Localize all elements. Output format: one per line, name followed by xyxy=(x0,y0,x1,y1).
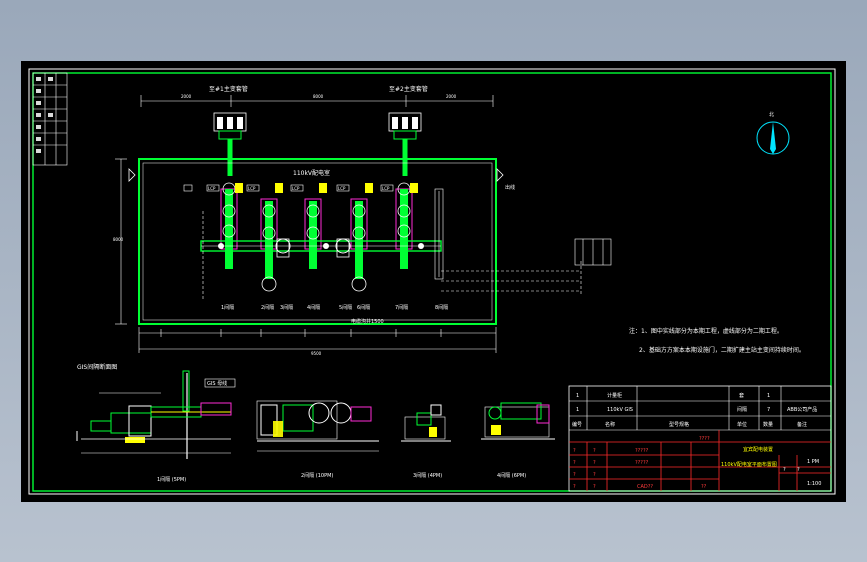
bushing-right xyxy=(388,112,422,176)
tb-scale: 1:100 xyxy=(807,481,821,487)
bushing-left xyxy=(213,112,247,176)
table-r2-remark: ABB公司产品 xyxy=(787,406,817,413)
tb-r1-a: ? xyxy=(573,448,576,454)
cad-drawing: 2000 8000 2000 至#1主变套管 至#2主变套管 110kV配电室 … xyxy=(28,68,836,495)
bay-label-4: 4间隔 xyxy=(307,304,320,311)
lcp-tag-5: LCP xyxy=(382,186,390,191)
tb-r1-b: ? xyxy=(593,448,596,454)
table-r2-no: 1 xyxy=(576,407,579,413)
table-r2-qty: 7 xyxy=(767,407,770,413)
north-label: 北 xyxy=(769,111,774,118)
table-h-remark: 备注 xyxy=(797,421,807,428)
bay-label-6: 6间隔 xyxy=(357,304,370,311)
svg-text:2000: 2000 xyxy=(181,94,192,99)
svg-text:9500: 9500 xyxy=(311,351,322,356)
drawing-area[interactable]: 2000 8000 2000 至#1主变套管 至#2主变套管 110kV配电室 … xyxy=(21,61,846,502)
room-title: 110kV配电室 xyxy=(293,169,330,177)
tb-r2-b: ? xyxy=(593,460,596,466)
bay-label-8: 8间隔 xyxy=(435,304,448,311)
note-line-1: 注：1、图中实线部分为本期工程，虚线部分为二期工程。 xyxy=(629,327,783,335)
outgoing-terminal xyxy=(574,238,612,266)
section-caption-3: 3间隔 (4PM) xyxy=(413,472,442,479)
section-view-3 xyxy=(401,404,451,442)
table-r1-qty: 1 xyxy=(767,393,770,399)
table-h-unit: 单位 xyxy=(737,421,747,428)
label-to-main-transformer-2: 至#2主变套管 xyxy=(389,85,428,93)
tb-r1-c: ????? xyxy=(635,448,649,454)
tb-r3-b: ? xyxy=(593,472,596,478)
tb-sheet: 1 PM xyxy=(807,459,819,465)
table-h-name: 名称 xyxy=(605,421,615,428)
tb-r3-e: ? xyxy=(797,467,800,473)
table-h-qty: 数量 xyxy=(763,421,773,428)
tb-r2-c: ????? xyxy=(635,460,649,466)
cable-trench-note: 电缆沟井1500 xyxy=(351,318,384,325)
outgoing-label: 出线 xyxy=(505,184,515,191)
gis-busbar-label: GIS 母线 xyxy=(207,380,227,387)
section-view-1 xyxy=(76,370,236,459)
table-r1-name: 计量柜 xyxy=(607,392,622,399)
bay-label-5: 5间隔 xyxy=(339,304,352,311)
tb-r2-a: ? xyxy=(573,460,576,466)
tb-r3-a: ? xyxy=(573,472,576,478)
title-block xyxy=(568,385,832,492)
tb-q1: ???? xyxy=(699,436,710,442)
section-caption-1: 1间隔 (5PM) xyxy=(157,476,186,483)
tb-r3-d: ? xyxy=(783,467,786,473)
lcp-tag-1: LCP xyxy=(208,186,216,191)
revision-strip xyxy=(32,72,68,166)
bay-label-2: 2间隔 xyxy=(261,304,274,311)
note-line-2: 2、基础方方案本本期设施门，二期扩建主站主变间持续时间。 xyxy=(639,346,805,354)
tb-project-name: 宜宾配电装置 xyxy=(743,446,773,453)
tb-r4-b: ? xyxy=(593,484,596,490)
top-dimension xyxy=(140,95,494,107)
label-to-main-transformer-1: 至#1主变套管 xyxy=(209,85,248,93)
lcp-tag-4: LCP xyxy=(338,186,346,191)
north-arrow xyxy=(756,121,790,155)
outer-border xyxy=(28,68,836,495)
table-h-no: 编号 xyxy=(572,421,582,428)
table-r1-unit: 套 xyxy=(739,392,744,399)
bay-label-3: 3间隔 xyxy=(280,304,293,311)
section-title: GIS间隔断面图 xyxy=(77,363,117,371)
table-r2-unit: 间隔 xyxy=(737,406,747,413)
lcp-tag-3: LCP xyxy=(292,186,300,191)
section-view-2 xyxy=(256,400,379,452)
lcp-tag-2: LCP xyxy=(248,186,256,191)
svg-text:2000: 2000 xyxy=(446,94,457,99)
tb-r4-cad: CAD?? xyxy=(637,484,653,490)
switchgear-room xyxy=(138,158,497,325)
gis-bays: LCP LCP LCP LCP LCP xyxy=(183,182,582,301)
bay-label-1: 1间隔 xyxy=(221,304,234,311)
svg-text:8000: 8000 xyxy=(113,237,124,242)
bay-label-7: 7间隔 xyxy=(395,304,408,311)
inner-border xyxy=(32,72,832,492)
section-caption-4: 4间隔 (6PM) xyxy=(497,472,526,479)
tb-r4-a: ? xyxy=(573,484,576,490)
section-view-4 xyxy=(481,402,555,440)
section-caption-2: 2间隔 (10PM) xyxy=(301,472,333,479)
tb-drawing-title: 110kV配电室平面布置图 xyxy=(721,461,777,468)
table-r2-name: 110kV GIS xyxy=(607,407,633,413)
svg-text:8000: 8000 xyxy=(313,94,324,99)
table-r1-no: 1 xyxy=(576,393,579,399)
table-h-model: 型号规格 xyxy=(669,421,689,428)
bottom-dimensions xyxy=(138,327,497,353)
bay-labels: 1间隔 2间隔 3间隔 4间隔 5间隔 6间隔 7间隔 8间隔 xyxy=(221,304,448,311)
tb-r4-d: ?? xyxy=(701,484,707,490)
